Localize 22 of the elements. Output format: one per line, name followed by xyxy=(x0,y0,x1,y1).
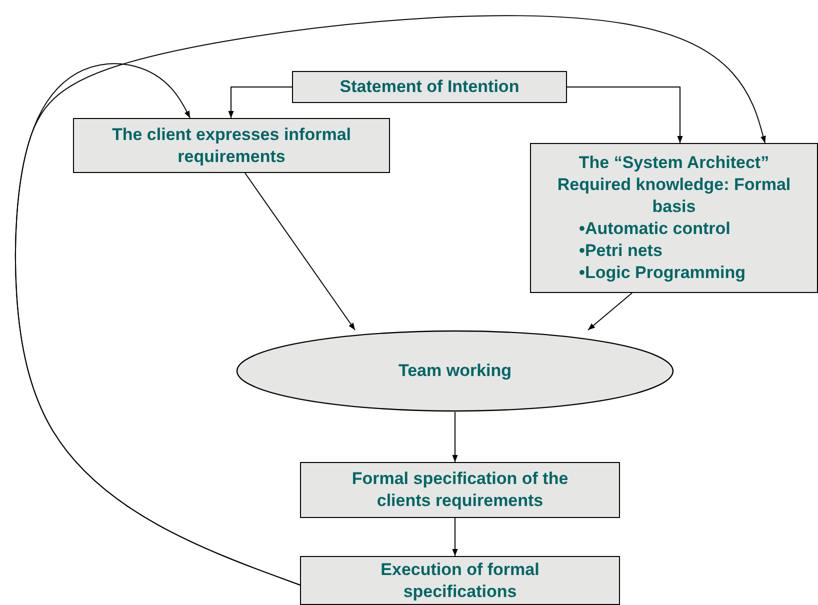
arrow xyxy=(452,412,458,462)
node-label: Team working xyxy=(398,360,512,382)
arrow xyxy=(588,292,632,330)
process-box xyxy=(530,143,818,293)
process-box xyxy=(292,71,567,103)
feedback-arrow xyxy=(14,15,766,586)
process-box xyxy=(73,118,390,173)
arrow xyxy=(228,86,292,118)
node-label: The client expresses informal requirements xyxy=(110,124,352,168)
bullet-item: •Petri nets xyxy=(578,240,662,262)
arrow xyxy=(452,518,458,556)
process-box xyxy=(300,462,620,518)
node-label: Execution of formal specifications xyxy=(380,558,540,602)
process-box xyxy=(300,556,620,605)
node-label: Formal specification of the clients requirements xyxy=(350,468,570,512)
arrow xyxy=(244,172,356,330)
node-label: The “System Architect” Required knowledge: Formal basis xyxy=(556,152,792,218)
bullet-item: •Logic Programming xyxy=(578,262,746,284)
arrow xyxy=(566,86,683,144)
process-ellipse xyxy=(236,330,674,412)
bullet-item: •Automatic control xyxy=(578,218,730,240)
node-label: Statement of Intention xyxy=(340,76,520,98)
